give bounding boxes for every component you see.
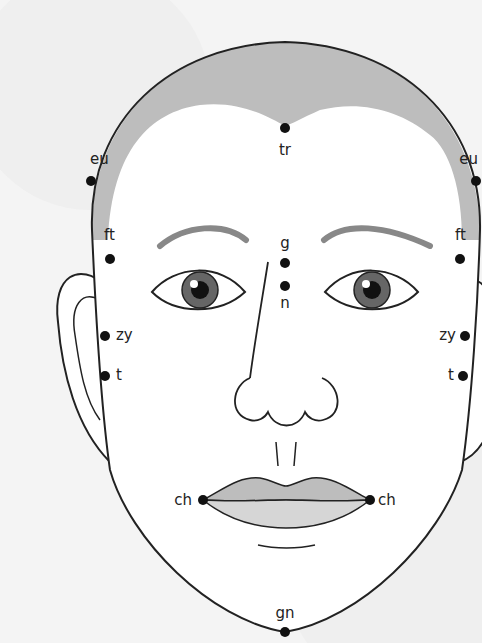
lower-lip <box>203 500 370 528</box>
landmark-label: t <box>448 368 454 383</box>
landmark-label: ch <box>378 493 396 508</box>
landmark-label: ft <box>455 228 466 243</box>
left-highlight <box>190 280 198 288</box>
landmark-label: g <box>280 236 290 251</box>
landmark-dot <box>280 281 290 291</box>
right-iris <box>354 272 390 308</box>
landmark-dot <box>455 254 465 264</box>
landmark-label: n <box>280 296 290 311</box>
landmark-dot <box>460 331 470 341</box>
landmark-label: gn <box>275 606 294 621</box>
landmark-dot <box>86 176 96 186</box>
landmark-label: zy <box>439 328 456 343</box>
right-eye <box>325 271 418 310</box>
landmark-label: eu <box>90 152 109 167</box>
landmark-dot <box>105 254 115 264</box>
landmark-label: ch <box>174 493 192 508</box>
head-outline <box>92 42 480 632</box>
landmark-dot <box>280 123 290 133</box>
upper-lip <box>203 478 370 501</box>
hair <box>92 42 480 240</box>
left-iris <box>182 272 218 308</box>
landmark-dot <box>100 331 110 341</box>
landmark-dots <box>86 123 481 637</box>
head-fill <box>92 42 480 632</box>
philtrum-line <box>294 442 296 466</box>
left-pupil <box>191 281 209 299</box>
landmark-dot <box>471 176 481 186</box>
left-eyebrow <box>160 228 246 246</box>
landmark-dot <box>198 495 208 505</box>
chin-crease <box>258 545 315 548</box>
nose-tip <box>235 378 338 426</box>
philtrum-line <box>276 442 278 466</box>
landmark-dot <box>280 627 290 637</box>
landmark-dot <box>280 258 290 268</box>
right-eyebrow <box>324 228 430 246</box>
landmark-label: t <box>116 368 122 383</box>
right-highlight <box>362 280 370 288</box>
landmark-label: tr <box>279 143 291 158</box>
right-pupil <box>363 281 381 299</box>
landmark-label: eu <box>459 152 478 167</box>
landmark-label: zy <box>116 328 133 343</box>
nose-bridge <box>250 262 268 378</box>
landmark-dot <box>100 371 110 381</box>
landmark-label: ft <box>104 228 115 243</box>
landmark-dot <box>458 371 468 381</box>
left-eye <box>152 271 245 310</box>
landmark-dot <box>365 495 375 505</box>
